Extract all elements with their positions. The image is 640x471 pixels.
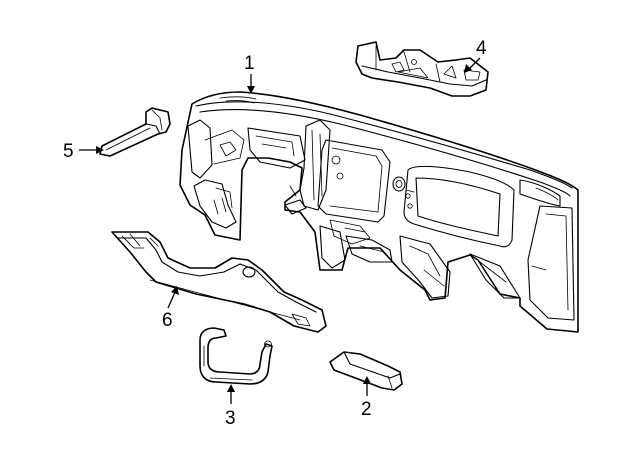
instrument-panel-part[interactable]	[179, 91, 579, 333]
callout-label-2: 2	[361, 399, 372, 420]
upper-bracket-part[interactable]	[355, 41, 489, 97]
callout-label-5: 5	[63, 141, 74, 162]
lower-cover-part[interactable]	[111, 231, 327, 333]
callout-5: 5	[63, 141, 104, 162]
callout-1: 1	[244, 53, 255, 94]
callout-3: 3	[225, 384, 236, 429]
callout-2: 2	[361, 376, 372, 420]
brace-handle-part[interactable]	[199, 327, 273, 385]
side-trim-part[interactable]	[99, 107, 171, 157]
callout-label-6: 6	[162, 310, 173, 331]
callout-label-4: 4	[476, 38, 487, 59]
callout-label-1: 1	[244, 53, 255, 74]
callout-6: 6	[162, 286, 179, 331]
callout-4: 4	[464, 38, 487, 73]
small-trim-part[interactable]	[329, 351, 403, 391]
callout-label-3: 3	[225, 408, 236, 429]
